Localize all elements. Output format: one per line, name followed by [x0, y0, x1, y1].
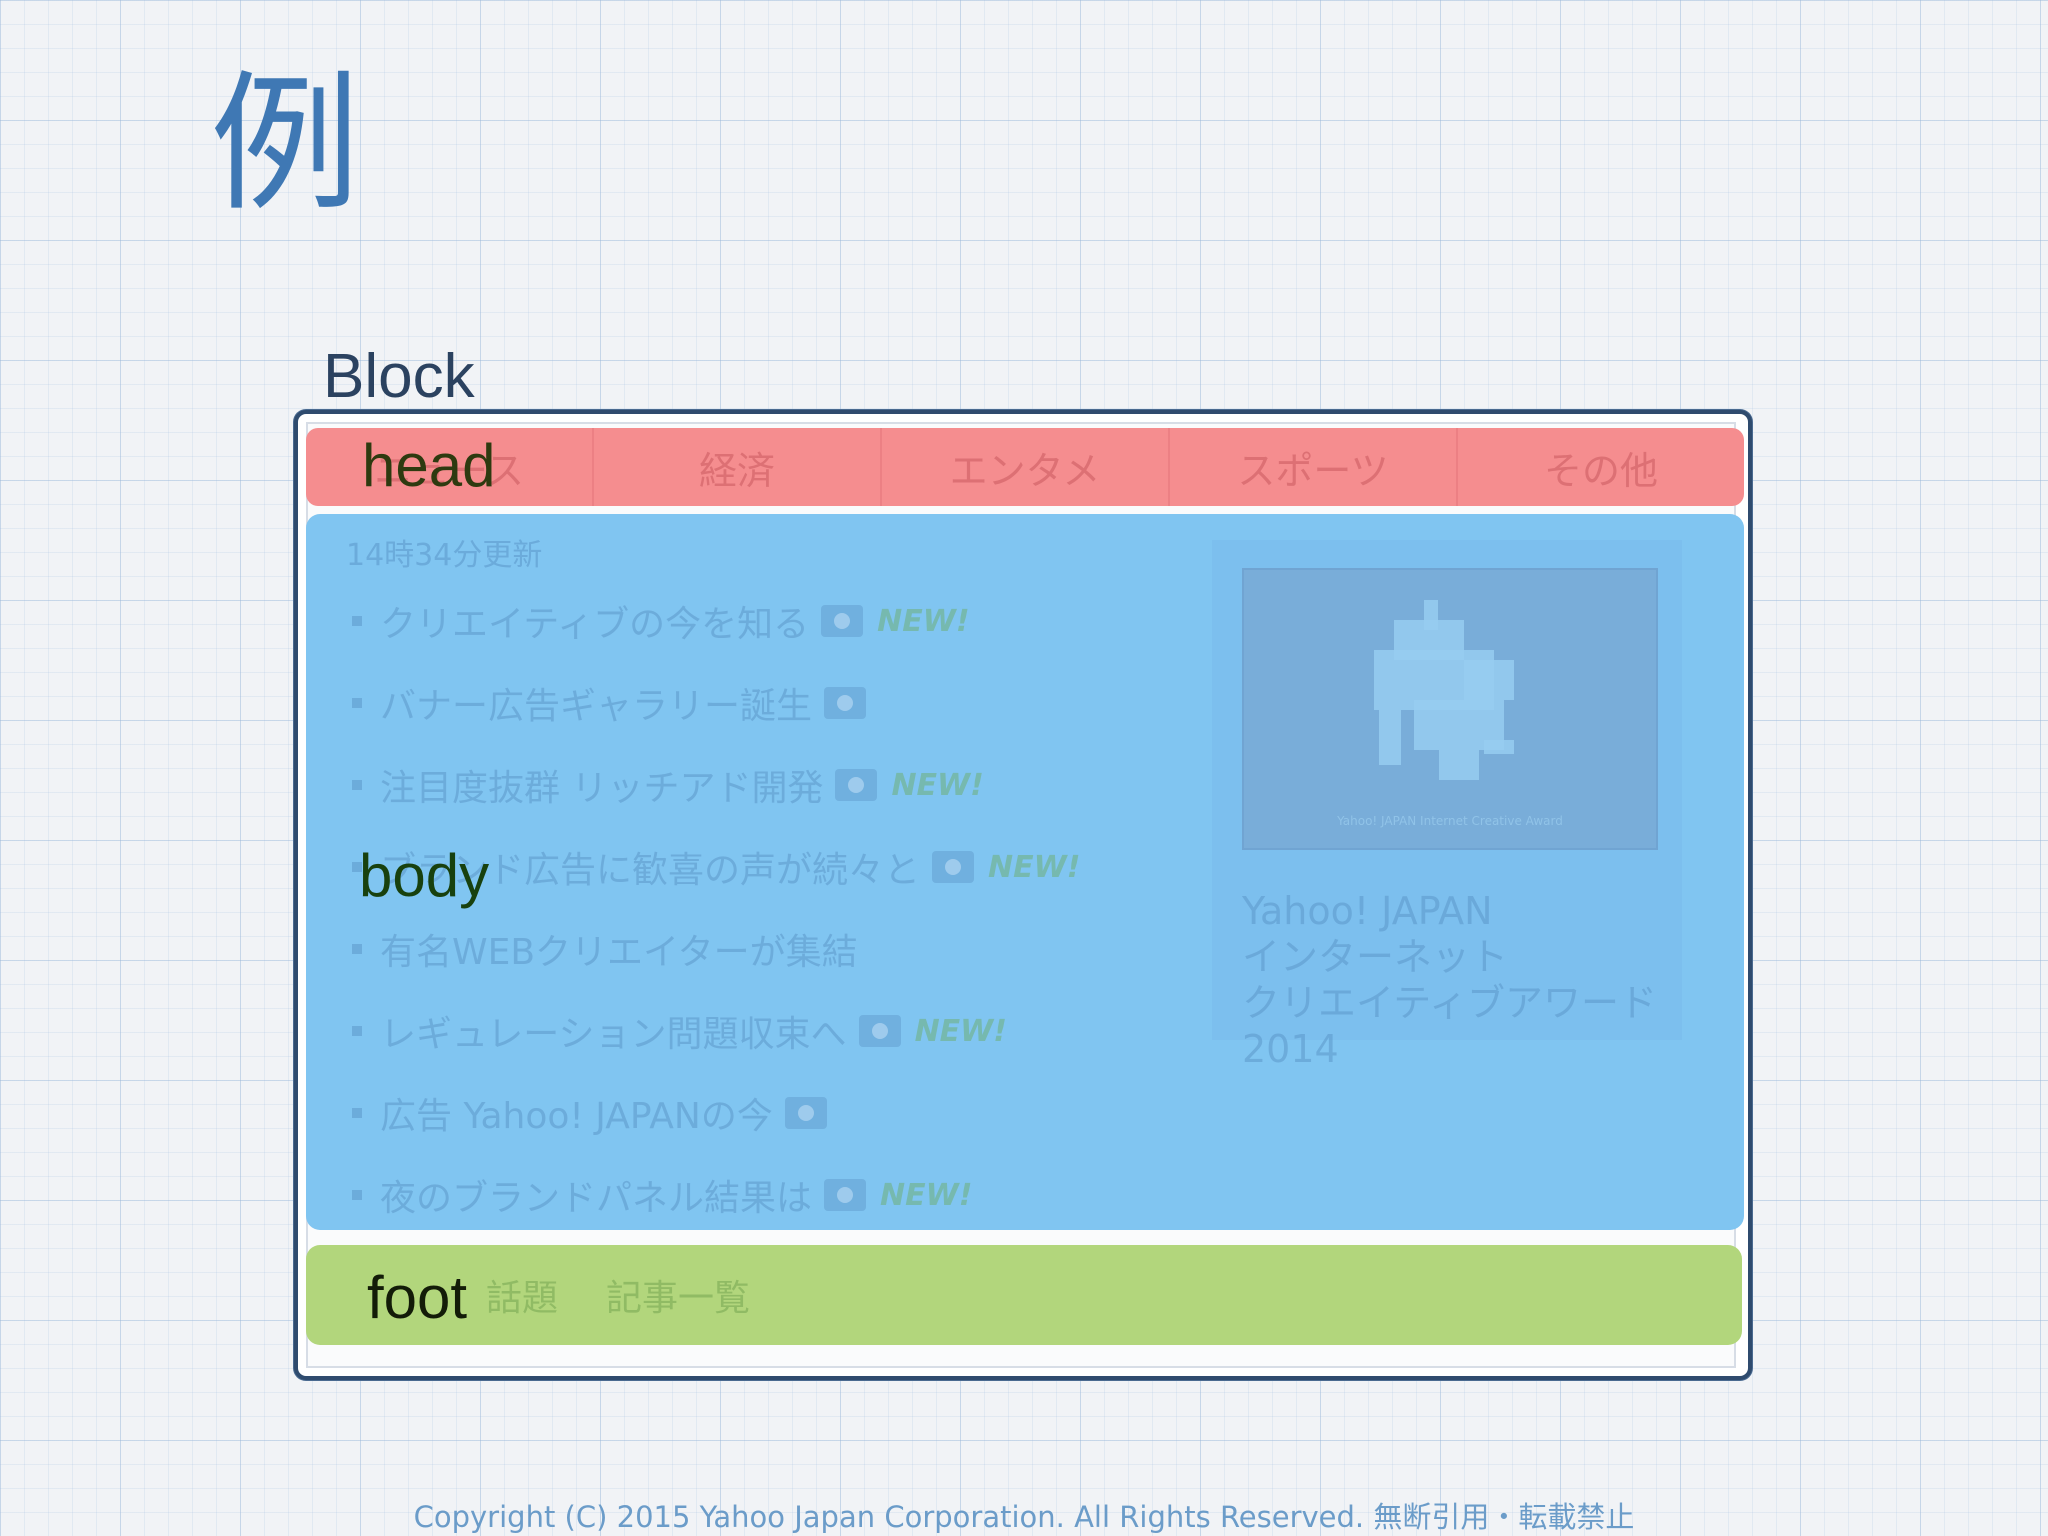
camera-icon — [784, 1097, 827, 1129]
new-badge: NEW! — [914, 1013, 1007, 1049]
foot-region: 話題 記事一覧 — [306, 1245, 1742, 1345]
foot-link-article-list[interactable]: 記事一覧 — [606, 1278, 751, 1319]
news-item[interactable]: 注目度抜群 リッチアド開発 NEW! — [352, 744, 1080, 826]
news-item[interactable]: ブランド広告に歓喜の声が続々と NEW! — [352, 826, 1080, 908]
news-item[interactable]: クリエイティブの今を知る NEW! — [352, 580, 1080, 662]
camera-icon — [835, 769, 878, 801]
foot-links: 話題 記事一覧 — [486, 1245, 798, 1345]
feature-title[interactable]: Yahoo! JAPAN インターネット クリエイティブアワード 2014 — [1242, 888, 1672, 1072]
feature-title-line: Yahoo! JAPAN — [1242, 889, 1493, 933]
bullet-icon — [352, 1026, 362, 1036]
updated-time: 14時34分更新 — [346, 538, 543, 573]
news-item-text: 夜のブランドパネル結果は — [380, 1178, 813, 1219]
head-region: ニュース 経済 エンタメ スポーツ その他 — [306, 428, 1744, 506]
feature-title-line: クリエイティブアワード — [1242, 981, 1657, 1025]
news-item-text: レギュレーション問題収束へ — [380, 1014, 847, 1055]
bullet-icon — [352, 862, 362, 872]
camera-icon — [824, 1179, 867, 1211]
award-logo-icon — [1374, 600, 1514, 780]
news-item-text: バナー広告ギャラリー誕生 — [380, 686, 813, 727]
news-item[interactable]: 広告 Yahoo! JAPANの今 — [352, 1072, 1080, 1154]
tab-other[interactable]: その他 — [1456, 428, 1744, 506]
news-item-text: 広告 Yahoo! JAPANの今 — [380, 1096, 773, 1137]
tab-sports[interactable]: スポーツ — [1168, 428, 1456, 506]
new-badge: NEW! — [988, 849, 1081, 885]
news-item[interactable]: レギュレーション問題収束へ NEW! — [352, 990, 1080, 1072]
foot-link-topics[interactable]: 話題 — [486, 1278, 559, 1319]
tab-news[interactable]: ニュース — [373, 448, 525, 493]
new-badge: NEW! — [877, 603, 970, 639]
head-label: head — [362, 432, 496, 499]
new-badge: NEW! — [880, 1177, 973, 1213]
tab-bar: ニュース 経済 エンタメ スポーツ その他 — [306, 428, 1744, 506]
feature-title-line: インターネット — [1242, 935, 1509, 979]
foot-label: foot — [367, 1264, 468, 1331]
camera-icon — [821, 605, 864, 637]
news-item-text: 有名WEBクリエイターが集結 — [380, 932, 858, 973]
camera-icon — [824, 687, 867, 719]
bullet-icon — [352, 944, 362, 954]
news-item[interactable]: 有名WEBクリエイターが集結 — [352, 908, 1080, 990]
slide-title: 例 — [210, 58, 361, 232]
feature-title-line: 2014 — [1242, 1027, 1339, 1071]
news-item-text: 注目度抜群 リッチアド開発 — [380, 768, 824, 809]
feature-image[interactable]: Yahoo! JAPAN Internet Creative Award — [1242, 568, 1658, 850]
copyright-footer: Copyright (C) 2015 Yahoo Japan Corporati… — [413, 1500, 1635, 1534]
bullet-icon — [352, 1190, 362, 1200]
news-item-text: ブランド広告に歓喜の声が続々と — [380, 850, 921, 891]
news-item-text: クリエイティブの今を知る — [380, 604, 810, 645]
tab-entertainment[interactable]: エンタメ — [880, 428, 1168, 506]
feature-card[interactable]: Yahoo! JAPAN Internet Creative Award Yah… — [1212, 540, 1682, 1071]
tab-economy[interactable]: 経済 — [592, 428, 880, 506]
bullet-icon — [352, 616, 362, 626]
bullet-icon — [352, 780, 362, 790]
new-badge: NEW! — [891, 767, 984, 803]
news-item[interactable]: 夜のブランドパネル結果は NEW! — [352, 1154, 1080, 1230]
block-label: Block — [323, 342, 475, 411]
body-label: body — [359, 842, 490, 909]
camera-icon — [932, 851, 975, 883]
camera-icon — [858, 1015, 901, 1047]
bullet-icon — [352, 1108, 362, 1118]
news-item[interactable]: バナー広告ギャラリー誕生 — [352, 662, 1080, 744]
bullet-icon — [352, 698, 362, 708]
feature-image-caption: Yahoo! JAPAN Internet Creative Award — [1337, 814, 1563, 828]
